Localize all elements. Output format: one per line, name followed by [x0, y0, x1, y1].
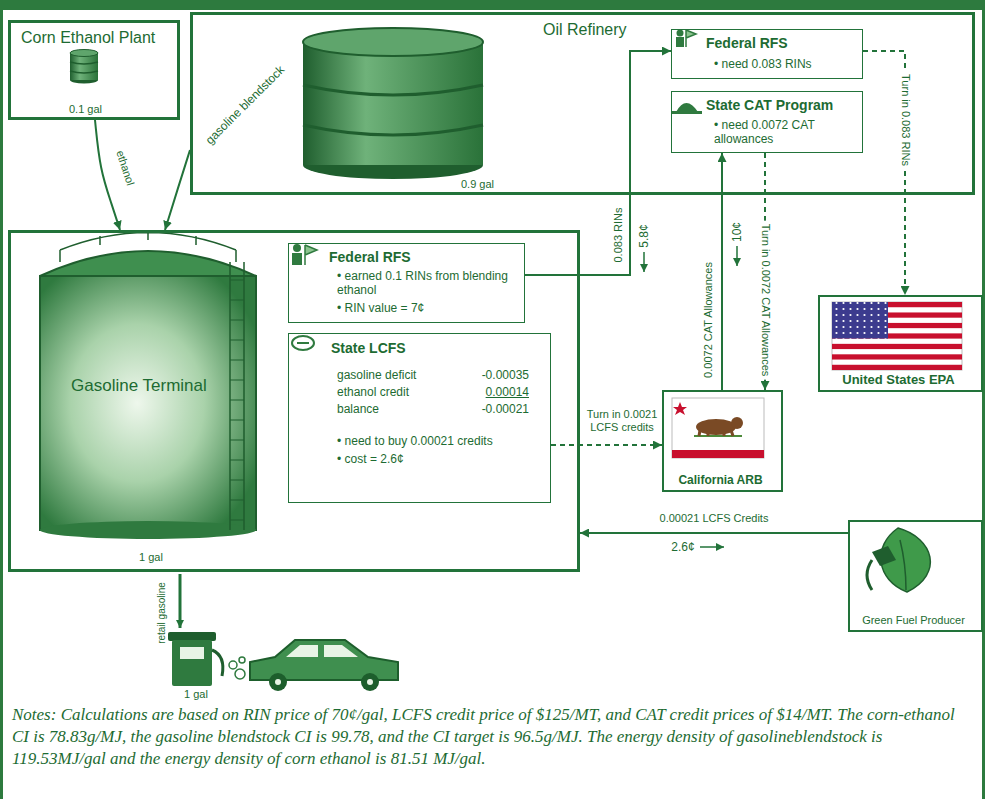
price-label: 10¢: [730, 222, 744, 242]
bullet-text: • cost = 2.6¢: [337, 452, 404, 466]
program-box: Federal RFS • earned 0.1 RINs from blendi…: [288, 243, 525, 323]
green-fuel-icon: [867, 528, 930, 592]
small-barrel: [70, 50, 98, 84]
table-cell: gasoline deficit: [337, 368, 416, 382]
volume-label: 1 gal: [139, 551, 163, 564]
bullet-text: • need to buy 0.00021 credits: [337, 434, 493, 448]
flow-connector: [580, 532, 848, 534]
gas-pump: [168, 632, 223, 686]
agency-box: California ARB: [662, 390, 783, 492]
table-cell: -0.00021: [459, 402, 529, 416]
bullet-text: • need 0.083 RINs: [714, 57, 812, 71]
direction-arrow: [700, 546, 724, 548]
connector-label: Turn in 0.083 RINs: [898, 71, 911, 169]
hard-hat-icon: [672, 103, 702, 114]
connector-label: 0.00021 LCFS Credits: [657, 512, 772, 525]
table-cell: ethanol credit: [337, 385, 409, 399]
large-barrel: [303, 28, 483, 179]
volume-label: 1 gal: [184, 688, 208, 701]
table-cell: -0.00035: [459, 368, 529, 382]
california-flag: [672, 398, 764, 458]
us-flag: [832, 302, 962, 370]
producer-name: Green Fuel Producer: [850, 614, 977, 627]
connector-label: ethanol: [113, 149, 137, 187]
direction-arrow: [736, 246, 738, 266]
program-title: State CAT Program: [706, 97, 833, 114]
connector-label: gasoline blendstock: [203, 63, 288, 148]
storage-tank: [40, 230, 256, 539]
exhaust-puffs: [229, 657, 245, 679]
box-title: Gasoline Terminal: [71, 376, 207, 396]
volume-label: 0.9 gal: [461, 178, 494, 191]
lcfs-icon: [292, 336, 314, 350]
table-cell: 0.00014: [459, 385, 529, 399]
table-cell: balance: [337, 402, 379, 416]
agency-name: United States EPA: [820, 372, 977, 388]
bullet-text: • need 0.0072 CAT allowances: [714, 118, 854, 147]
volume-label: 0.1 gal: [69, 103, 102, 116]
frame-line: [982, 0, 985, 799]
agency-name: California ARB: [664, 473, 777, 487]
program-title: State LCFS: [331, 340, 406, 357]
program-box: State LCFS gasoline deficit -0.00035 ethano…: [288, 333, 551, 503]
box-title: Oil Refinery: [543, 20, 627, 39]
connector-label: Turn in 0.0072 CAT Allowances: [758, 221, 771, 380]
direction-arrow: [643, 252, 645, 272]
program-title: Federal RFS: [329, 249, 411, 266]
flow-label: retail gasoline: [156, 582, 168, 644]
box-title: Corn Ethanol Plant: [21, 28, 155, 47]
frame-line: [0, 0, 3, 799]
plant-box: Corn Ethanol Plant 0.1 gal: [8, 20, 180, 120]
price-label: 5.8¢: [637, 224, 651, 247]
retail-flow-arrow: [179, 574, 182, 628]
connector-label: Turn in 0.0021 LCFS credits: [582, 408, 662, 434]
bullet-text: • earned 0.1 RINs from blending ethanol: [337, 269, 517, 298]
connector-label: 0.083 RINs: [612, 207, 625, 262]
flow-connector: [165, 150, 190, 230]
flow-connector: [525, 51, 671, 275]
program-box: Federal RFS • need 0.083 RINs: [671, 29, 863, 79]
terminal-box: Gasoline Terminal 1 gal Federal RFS • earne…: [8, 230, 580, 572]
agency-box: United States EPA: [818, 295, 983, 392]
program-title: Federal RFS: [706, 35, 788, 52]
bullet-text: • RIN value = 7¢: [337, 301, 424, 315]
title-band: [0, 0, 985, 10]
car: [250, 640, 398, 691]
producer-box: Green Fuel Producer: [848, 520, 983, 632]
connector-label: 0.0072 CAT Allowances: [702, 262, 715, 378]
notes-text: Notes: Calculations are based on RIN pri…: [12, 704, 972, 770]
flow-connector: [95, 120, 120, 230]
flow-connector: [721, 153, 723, 390]
dashed-connector: [551, 444, 662, 446]
refinery-box: Oil Refinery 0.9 gal Federal RFS • need 0.0…: [190, 12, 975, 195]
program-box: State CAT Program • need 0.0072 CAT allow…: [671, 91, 863, 153]
price-label: 2.6¢: [671, 540, 694, 554]
